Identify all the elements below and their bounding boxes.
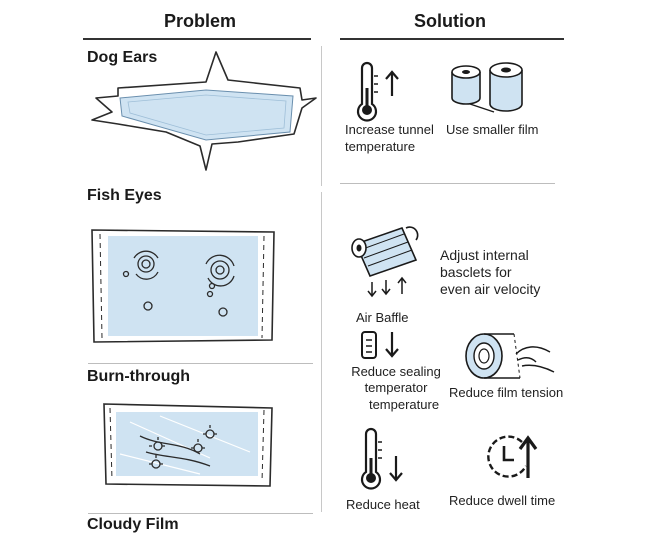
caption-reduce-sealing-2: temperator: [364, 380, 428, 395]
film-tension-roll-icon: [465, 333, 555, 379]
caption-increase-tunnel-temp-2: temperature: [345, 139, 416, 154]
caption-use-smaller-film: Use smaller film: [446, 122, 539, 137]
row-divider-3: [88, 513, 313, 514]
caption-air-baffle: Air Baffle: [356, 310, 409, 325]
solution-header-rule: [340, 38, 564, 40]
caption-adjust-baffles-1: Adjust internal: [440, 247, 529, 263]
sealing-temp-down-icon: [361, 331, 399, 359]
problem-label-dog-ears: Dog Ears: [87, 49, 158, 66]
caption-reduce-heat: Reduce heat: [346, 497, 420, 512]
film-rolls-icon: [451, 62, 523, 113]
caption-reduce-dwell-time: Reduce dwell time: [449, 493, 556, 508]
thermometer-up-icon: [356, 61, 399, 122]
problem-label-burn-through: Burn-through: [87, 368, 191, 385]
caption-adjust-baffles-3: even air velocity: [440, 281, 541, 297]
column-divider-lower: [321, 192, 322, 512]
row-divider-2: [88, 363, 313, 364]
caption-reduce-sealing-3: temperature: [368, 397, 440, 412]
caption-increase-tunnel-temp-1: Increase tunnel: [345, 122, 434, 137]
caption-adjust-baffles-2: basclets for: [440, 264, 512, 280]
thermometer-down-icon: [360, 427, 403, 490]
column-divider: [321, 46, 322, 186]
burn-through-film-illustration: [103, 403, 273, 487]
fish-eyes-film-illustration: [91, 229, 275, 343]
problem-header-rule: [83, 38, 311, 40]
solution-header: Solution: [414, 11, 486, 31]
caption-reduce-sealing-1: Reduce sealing: [351, 364, 441, 379]
problem-header: Problem: [163, 11, 237, 31]
caption-reduce-film-tension: Reduce film tension: [449, 385, 564, 400]
row-divider-1: [340, 183, 555, 184]
clock-dwell-time-icon: [487, 435, 538, 478]
problem-label-fish-eyes: Fish Eyes: [87, 187, 162, 204]
dog-ears-film-illustration: [91, 51, 317, 171]
problem-label-cloudy-film: Cloudy Film: [87, 516, 179, 533]
air-baffle-icon: [351, 226, 419, 298]
